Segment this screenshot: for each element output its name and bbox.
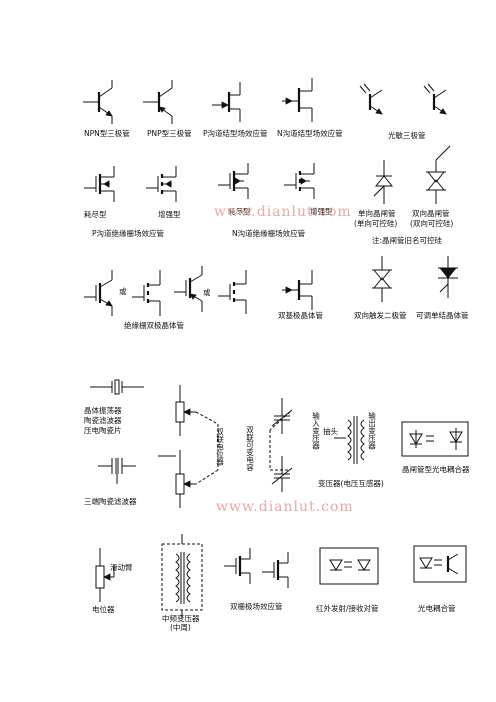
n-mosfet-depletion-symbol xyxy=(218,163,249,199)
pot-label: 电位器 xyxy=(92,604,115,614)
p-jfet-label: P沟道结型场效应管 xyxy=(203,128,268,138)
opto-coupler-symbol xyxy=(413,545,467,583)
xfmr-in-label: 输入变压器 xyxy=(311,411,320,451)
p-mosfet-depletion-symbol xyxy=(84,166,115,202)
ceramic3-label: 三端陶瓷滤波器 xyxy=(84,496,137,506)
enhancement2-label: 耗尽型 xyxy=(228,207,251,216)
or-label-2: 或 xyxy=(203,287,211,297)
dual-cap-symbol xyxy=(269,398,293,492)
watermark-2: www.dianlut.com xyxy=(216,499,354,515)
dual-pot-label: 双联电位器 xyxy=(215,428,224,467)
dual-pot-symbol xyxy=(158,385,219,508)
wiper-label: 滑动臂 xyxy=(110,562,133,572)
transformer-symbol xyxy=(334,416,365,464)
enhancement-label: 耗尽型 xyxy=(84,210,107,219)
dual-gate-label: 双基极晶体管 xyxy=(278,310,323,320)
n-jfet-label: N沟道结型场效应管 xyxy=(277,128,343,138)
scr-coupler-label: 晶闸管型光电耦合器 xyxy=(402,464,470,474)
crystal-symbol xyxy=(90,379,144,395)
pnp-label: PNP型三极管 xyxy=(147,128,192,138)
dual-cap-label: 双联可变电容 xyxy=(245,426,254,473)
phototransistor-label: 光敏三极管 xyxy=(388,130,426,140)
p-mosfet-enhancement-symbol xyxy=(146,166,177,202)
put-label: 可调单结晶体管 xyxy=(416,310,469,320)
phototransistor-symbol xyxy=(359,83,447,115)
n-jfet-symbol xyxy=(282,78,313,122)
scr-unidirectional-symbol xyxy=(373,160,394,204)
ceramic-filter-symbol xyxy=(98,458,136,484)
diac-label: 双向触发二极管 xyxy=(354,310,407,320)
watermark-1: www.dianlut.com xyxy=(214,204,352,220)
scr-uni-label: 单向晶闸管 xyxy=(358,208,396,218)
scr-note-label: 注:晶闸管旧名可控硅 xyxy=(372,235,443,245)
depletion2-label: 增强型 xyxy=(310,206,333,216)
crystal-label-2: 陶瓷滤波器 xyxy=(84,415,122,425)
if-xfmr-label: 中频变压器 xyxy=(162,613,200,623)
scr-optocoupler-symbol xyxy=(401,421,469,457)
opto-label: 光电耦合管 xyxy=(418,603,456,613)
crystal-label-1: 晶体振荡器 xyxy=(84,405,122,415)
npn-label: NPN型三极管 xyxy=(84,128,130,138)
tap-label: 抽头 xyxy=(323,426,338,436)
if-transformer-symbol xyxy=(161,534,203,618)
ir-pair-symbol xyxy=(319,547,379,585)
scr-bidirectional-symbol xyxy=(426,145,451,204)
p-mosfet-label: P沟道绝缘栅场效应管 xyxy=(92,228,165,238)
pnp-transistor-symbol xyxy=(143,80,173,124)
scr-bi-label: 双向晶闸管 xyxy=(412,208,450,218)
n-mosfet-label: N沟道绝缘栅场效应管 xyxy=(232,228,306,238)
or-label-1: 或 xyxy=(119,286,127,296)
diac-symbol xyxy=(372,256,392,302)
igbt-symbol-2 xyxy=(174,266,247,314)
p-jfet-symbol xyxy=(212,82,241,122)
potentiometer-symbol xyxy=(95,548,115,602)
igbt-label: 绝缘栅双极晶体管 xyxy=(124,320,184,330)
scr-uni-sub-label: (单向可控硅) xyxy=(354,218,397,228)
depletion-label: 增强型 xyxy=(158,209,181,219)
scr-bi-sub-label: (双向可控硅) xyxy=(410,218,453,228)
n-mosfet-enhancement-symbol xyxy=(284,163,315,199)
dual-gate-fet-label: 双栅极场效应管 xyxy=(230,601,283,611)
xfmr-out-label: 输出变压器 xyxy=(367,411,376,451)
dual-gate-fet-symbol xyxy=(224,548,289,588)
put-symbol xyxy=(438,256,458,298)
dual-base-transistor-symbol xyxy=(282,270,313,310)
ir-pair-label: 红外发射/接收对管 xyxy=(316,603,379,613)
xfmr-label: 变压器(电压互感器) xyxy=(318,478,384,488)
igbt-symbol-1 xyxy=(84,270,161,316)
npn-transistor-symbol xyxy=(83,80,113,124)
if-xfmr-sub-label: (中周) xyxy=(170,622,191,632)
crystal-label-3: 压电陶瓷片 xyxy=(84,425,122,435)
